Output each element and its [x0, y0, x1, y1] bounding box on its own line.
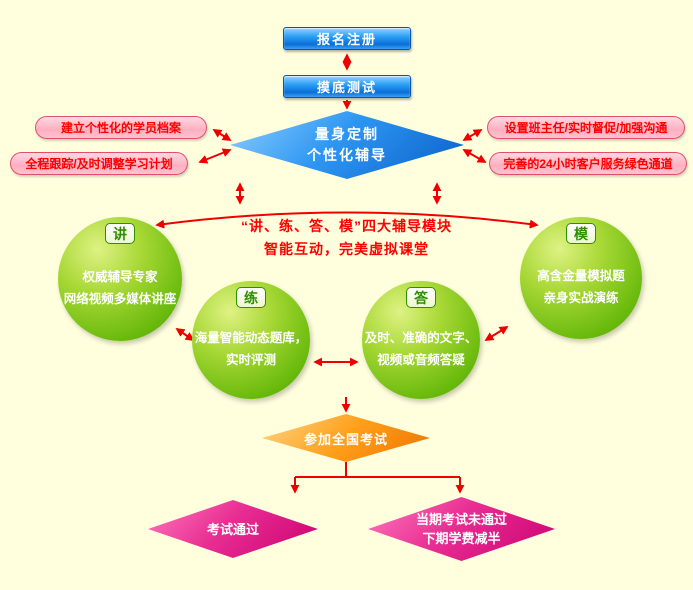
- module-lian-circle: 海量智能动态题库， 实时评测: [192, 281, 310, 399]
- diamond-personalized-line2: 个性化辅导: [307, 147, 387, 163]
- arrow-diamond-right-bottom: [462, 149, 487, 163]
- module-da-tag: 答: [406, 287, 436, 308]
- module-jiang-line2: 网络视频多媒体讲座: [63, 292, 177, 306]
- diamond-exam-fail-line1: 当期考试未通过: [415, 512, 507, 527]
- modules-header: “讲、练、答、模”四大辅导模块 智能互动，完美虚拟课堂: [0, 215, 693, 261]
- module-jiang-tag: 讲: [105, 223, 135, 244]
- arrow-diamond-right-top: [462, 129, 483, 141]
- note-student-profile: 建立个性化的学员档案: [35, 116, 207, 139]
- note-24h-service: 完善的24小时客户服务绿色通道: [489, 152, 687, 175]
- module-jiang-line1: 权威辅导专家: [82, 270, 158, 284]
- module-da: 答 及时、准确的文字、 视频或音频答疑: [362, 281, 480, 399]
- diamond-personalized-line1: 量身定制: [315, 126, 379, 142]
- step-register: 报名注册: [283, 27, 411, 50]
- arrow-modules-arc: [155, 211, 539, 229]
- module-da-line1: 及时、准确的文字、: [364, 331, 478, 345]
- module-jiang: 讲 权威辅导专家 网络视频多媒体讲座: [58, 217, 182, 341]
- note-tracking-plan: 全程跟踪/及时调整学习计划: [10, 152, 188, 175]
- module-mo: 模 高含金量模拟题 亲身实战演练: [520, 217, 642, 339]
- module-lian: 练 海量智能动态题库， 实时评测: [192, 281, 310, 399]
- module-lian-line2: 实时评测: [225, 353, 276, 367]
- note-head-teacher: 设置班主任/实时督促/加强沟通: [487, 116, 685, 139]
- modules-header-line1: “讲、练、答、模”四大辅导模块: [241, 218, 452, 234]
- arrow-da-mo: [484, 326, 509, 341]
- arrow-diamond-left-bottom: [198, 148, 232, 164]
- module-mo-line1: 高含金量模拟题: [537, 269, 625, 283]
- step-assessment-test: 摸底测试: [283, 75, 411, 98]
- module-jiang-circle: 权威辅导专家 网络视频多媒体讲座: [58, 217, 182, 341]
- diamond-national-exam-label: 参加全国考试: [303, 431, 388, 447]
- module-lian-line1: 海量智能动态题库，: [194, 331, 308, 345]
- arrow-jiang-lian: [175, 327, 195, 342]
- module-da-line2: 视频或音频答疑: [377, 353, 465, 367]
- module-lian-tag: 练: [236, 287, 266, 308]
- module-mo-tag: 模: [566, 223, 596, 244]
- diamond-exam-fail-line2: 下期学费减半: [422, 531, 501, 546]
- module-da-circle: 及时、准确的文字、 视频或音频答疑: [362, 281, 480, 399]
- diamond-exam-pass-label: 考试通过: [206, 521, 259, 537]
- arrow-diamond-left-top: [212, 129, 232, 141]
- module-mo-line2: 亲身实战演练: [543, 291, 619, 305]
- modules-header-line2: 智能互动，完美虚拟课堂: [264, 241, 429, 257]
